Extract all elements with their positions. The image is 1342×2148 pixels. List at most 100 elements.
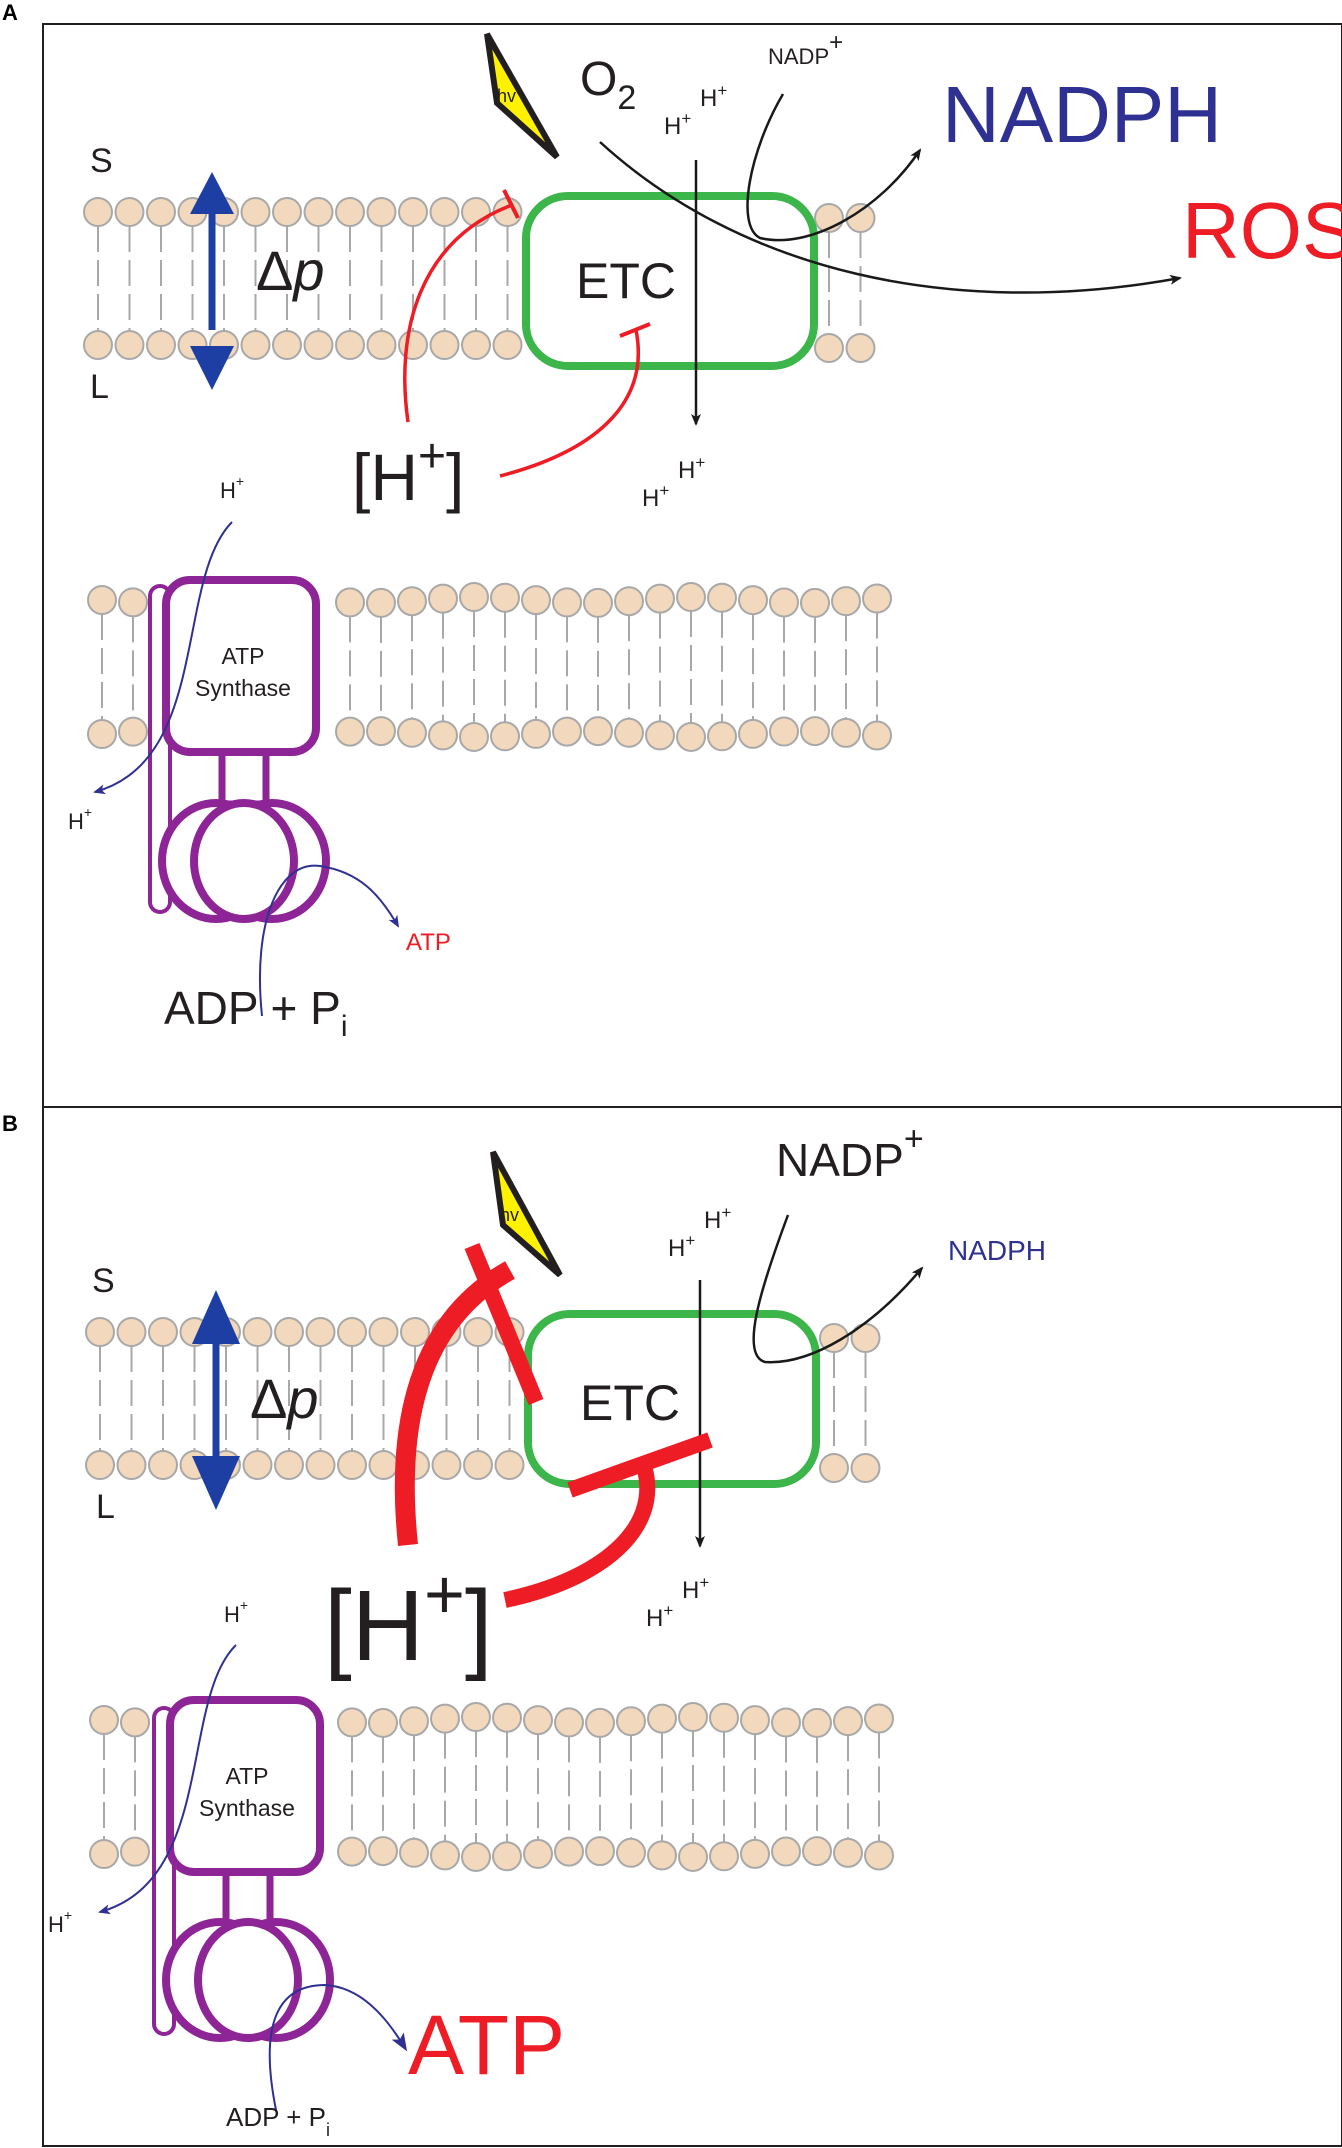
etc-label: ETC [580,1375,680,1431]
lipid-head [647,1840,677,1871]
lipid-head [368,1317,399,1347]
o2-to-ros-arrow [599,141,1182,294]
lipid-head [430,1703,460,1734]
lipid-head [494,1450,525,1480]
atp-synthase-label-2: Synthase [195,675,291,701]
adp-pi-label: ADP + Pi [226,2102,330,2140]
lipid-head [461,330,491,360]
lipid-head [114,197,145,227]
lipid-head [740,1838,770,1869]
lipid-head [583,716,613,747]
lipid-head [521,718,551,749]
lipid-head [120,1707,150,1738]
lipid-head [397,717,427,748]
lipid-head [814,333,844,363]
lipid-head [428,720,458,751]
lipid-head [552,716,582,747]
lipid-head [89,1839,119,1869]
nadph-label: NADPH [948,1235,1046,1266]
lipid-head [430,1840,460,1871]
lipid-head [769,716,799,747]
lipid-head [335,197,365,227]
lipid-head [554,1836,584,1867]
proton-concentration-label: [H+] [324,1555,493,1682]
lipid-head [83,330,113,360]
lipid-head [523,1705,553,1736]
atp-label: ATP [408,1998,565,2092]
lipid-head [305,1450,336,1480]
lipid-head [463,1450,493,1480]
lipid-head [337,1317,367,1347]
lipid-head [463,1317,493,1347]
atp-label: ATP [406,929,451,956]
lipid-head [850,1453,881,1483]
lipid-head [864,1840,894,1871]
lipid-head [87,719,117,749]
delta-p-arrowhead-down [192,1456,240,1510]
lipid-head [585,1836,615,1867]
lipid-head [303,197,334,227]
lipid-head [678,1841,708,1872]
h-ion-in: H+ [220,473,244,503]
lipid-head [118,716,148,747]
lipid-head [366,197,397,227]
nadp-label: NADP+ [768,29,843,69]
lipid-head [116,1317,147,1347]
lipid-head [819,1323,849,1353]
panel-a-label: A [2,0,18,25]
lipid-head [461,1702,491,1733]
lipid-head [89,1705,119,1735]
inhibition-arrow-2 [499,329,641,478]
lipid-head [614,586,644,617]
atp-synthase-cf0 [162,576,320,756]
atp-synthase-cf1-center [194,1918,302,2042]
lipid-head [400,1317,430,1347]
inhibition-arrow-2 [503,1468,656,1608]
lipid-head [676,721,706,752]
lipid-head [521,585,551,616]
lipid-head [771,1707,801,1738]
atp-production-arrow [268,1983,408,2111]
etc-label: ETC [576,253,676,309]
lipid-head [676,582,706,613]
lipid-head [114,330,145,360]
lipid-head [274,1317,304,1347]
lipid-head [274,1450,304,1480]
lipid-head [614,717,644,748]
lipid-head [800,587,830,618]
lipid-head [337,1707,367,1738]
lipid-head [399,1706,429,1737]
lipid-head [429,197,460,227]
lipid-head [459,721,489,752]
lipid-head [399,1837,429,1868]
hv-label: hv [500,1205,519,1225]
lipid-head [428,583,458,614]
lipid-head [645,583,675,614]
lipid-head [862,583,892,614]
lipid-head [802,1707,832,1738]
lipid-head [831,586,861,617]
lipid-head [85,1450,115,1480]
ros-label: ROS [1182,186,1342,275]
atp-synthase-label-1: ATP [221,643,264,669]
lipid-head [707,582,737,613]
lipid-head [337,1836,367,1867]
lipid-head [552,587,582,618]
lipid-head [819,1453,849,1483]
atp-synthase-label-1: ATP [225,1763,268,1789]
lipid-head [461,1841,491,1872]
lipid-head [583,587,613,618]
h-ion-stroma-2: H+ [700,81,727,112]
h-ion-stroma-1: H+ [668,1231,695,1262]
lipid-head [864,1703,894,1734]
lipid-head [645,720,675,751]
lumen-label: L [90,368,109,406]
lipid-head [368,1836,398,1867]
h-ion-stroma-1: H+ [664,109,691,140]
delta-p-arrowhead-up [190,172,234,214]
lipid-head [707,721,737,752]
nadp-to-nadph-arrow [746,93,922,242]
light-bolt-icon [490,1150,563,1278]
lipid-head [118,587,148,618]
